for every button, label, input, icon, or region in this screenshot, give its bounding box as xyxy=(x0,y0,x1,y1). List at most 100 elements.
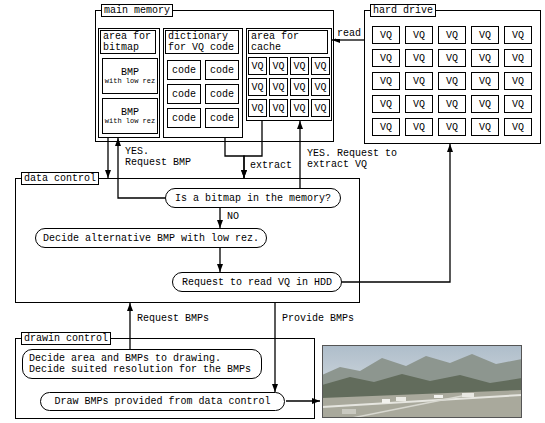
vq-cell: VQ xyxy=(290,99,309,117)
vq-cell: VQ xyxy=(290,78,309,96)
plain xyxy=(322,390,522,418)
connector xyxy=(219,208,220,228)
box-label: VQ xyxy=(413,53,425,64)
box-label: Decide suited resolution for the BMPs xyxy=(29,364,251,375)
building xyxy=(342,409,356,414)
vq-cell: VQ xyxy=(504,72,532,90)
box-label: VQ xyxy=(293,61,305,72)
box-label: VQ xyxy=(446,30,458,41)
region-heading: drawin control xyxy=(21,332,111,345)
photo-frame xyxy=(323,346,522,418)
box-label: VQ xyxy=(512,30,524,41)
box-label: VQ xyxy=(314,82,326,93)
box-label: VQ xyxy=(479,30,491,41)
box-label: VQ xyxy=(272,82,284,93)
connector-label: YES. Request BMP xyxy=(124,146,196,168)
region-heading: area for cache xyxy=(248,30,328,54)
box-label: BMP xyxy=(121,67,139,78)
building xyxy=(434,395,443,398)
vq-cell: VQ xyxy=(248,57,267,75)
vq-cell: VQ xyxy=(471,49,499,67)
box-label: Draw BMPs provided from data control xyxy=(54,396,270,407)
box-label: VQ xyxy=(380,122,392,133)
runway xyxy=(352,394,472,418)
box-label: VQ xyxy=(446,99,458,110)
vq-cell: VQ xyxy=(405,95,433,113)
process-box: Decide area and BMPs to drawing.Decide s… xyxy=(22,349,262,379)
vq-cell: VQ xyxy=(248,99,267,117)
process-box: Request to read VQ in HDD xyxy=(172,272,342,292)
code-cell: code xyxy=(205,84,239,104)
building xyxy=(462,393,474,397)
box-label: VQ xyxy=(413,99,425,110)
rendered-landscape xyxy=(322,345,522,418)
box-label: VQ xyxy=(314,103,326,114)
box-label: VQ xyxy=(272,61,284,72)
box-label: VQ xyxy=(293,103,305,114)
vq-cell: VQ xyxy=(471,118,499,136)
decision-box: Is a bitmap in the memory? xyxy=(165,188,341,208)
memory-region: main memoryarea for bitmapBMPwith low re… xyxy=(95,10,334,142)
box-label: with low rez xyxy=(105,118,155,126)
vq-cell: VQ xyxy=(269,99,288,117)
box-label: Decide alternative BMP with low rez. xyxy=(43,233,259,244)
vq-cell: VQ xyxy=(311,78,330,96)
box-label: Is a bitmap in the memory? xyxy=(175,193,331,204)
box-label: VQ xyxy=(251,82,263,93)
vq-cell: VQ xyxy=(372,72,400,90)
box-label: VQ xyxy=(479,122,491,133)
box-label: VQ xyxy=(479,99,491,110)
box-label: code xyxy=(210,89,234,100)
vq-cell: VQ xyxy=(372,118,400,136)
vq-cell: VQ xyxy=(438,95,466,113)
vq-cell: VQ xyxy=(504,118,532,136)
vq-cell: VQ xyxy=(372,26,400,44)
box-label: code xyxy=(210,113,234,124)
box-label: VQ xyxy=(512,99,524,110)
vq-cell: VQ xyxy=(504,95,532,113)
box-label: VQ xyxy=(380,30,392,41)
box-label: VQ xyxy=(512,122,524,133)
vq-cell: VQ xyxy=(405,49,433,67)
box-label: code xyxy=(172,89,196,100)
vq-cell: VQ xyxy=(438,26,466,44)
box-label: Decide area and BMPs to drawing. xyxy=(29,353,221,364)
box-label: VQ xyxy=(413,76,425,87)
control-module: drawin controlDecide area and BMPs to dr… xyxy=(15,338,315,419)
vq-cell: VQ xyxy=(311,57,330,75)
box-label: VQ xyxy=(251,61,263,72)
box-label: VQ xyxy=(446,76,458,87)
box-label: VQ xyxy=(479,53,491,64)
process-box: Draw BMPs provided from data control xyxy=(40,392,285,411)
box-label: VQ xyxy=(251,103,263,114)
connector-label: YES. Request to extract VQ xyxy=(306,148,444,170)
region-heading: main memory xyxy=(101,4,173,17)
vq-cell: VQ xyxy=(269,78,288,96)
box-label: VQ xyxy=(446,53,458,64)
connector-label: NO xyxy=(226,211,240,222)
connector xyxy=(219,248,220,272)
vq-cell: VQ xyxy=(248,78,267,96)
box-label: VQ xyxy=(380,76,392,87)
box-label: VQ xyxy=(446,122,458,133)
box-label: VQ xyxy=(380,99,392,110)
connector-label: Provide BMPs xyxy=(281,313,355,324)
bitmap-area: area for bitmapBMPwith low rezBMPwith lo… xyxy=(98,28,160,138)
connector-label: Request BMPs xyxy=(136,313,210,324)
vq-cell: VQ xyxy=(438,49,466,67)
box-label: with low rez xyxy=(105,78,155,86)
vq-cell: VQ xyxy=(372,49,400,67)
vq-cell: VQ xyxy=(311,99,330,117)
hard-drive: hard driveVQVQVQVQVQVQVQVQVQVQVQVQVQVQVQ… xyxy=(364,10,541,144)
vq-cell: VQ xyxy=(405,26,433,44)
box-label: VQ xyxy=(413,30,425,41)
code-cell: code xyxy=(167,60,201,80)
box-label: BMP xyxy=(121,107,139,118)
dictionary-area: dictionary for VQ codecodecodecodecodeco… xyxy=(163,28,243,138)
vq-cell: VQ xyxy=(471,95,499,113)
process-box: Decide alternative BMP with low rez. xyxy=(35,228,267,248)
box-label: code xyxy=(210,65,234,76)
box-label: VQ xyxy=(272,103,284,114)
code-cell: code xyxy=(167,108,201,128)
